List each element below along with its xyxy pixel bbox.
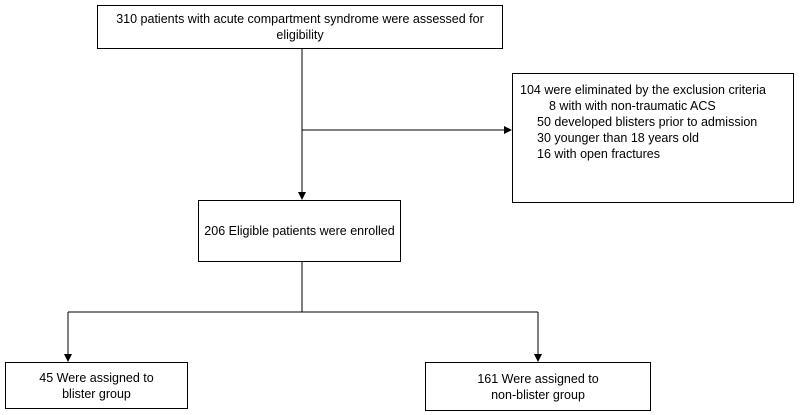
exclusion-item: 50 developed blisters prior to admission [537, 115, 758, 129]
screening-text: 310 patients with acute compartment synd… [116, 12, 484, 42]
exclusion-title: 104 were eliminated by the exclusion cri… [520, 83, 766, 97]
non-blister-group-box: 161 Were assigned to non-blister group [425, 362, 651, 411]
exclusion-box: 104 were eliminated by the exclusion cri… [512, 73, 794, 203]
non-blister-group-line1: 161 Were assigned to [477, 371, 599, 386]
enrolled-box: 206 Eligible patients were enrolled [198, 200, 401, 262]
exclusion-item: 8 with with non-traumatic ACS [549, 99, 716, 113]
non-blister-group-line2: non-blister group [491, 387, 585, 402]
blister-group-line2: blister group [62, 386, 131, 401]
exclusion-item: 16 with open fractures [537, 147, 660, 161]
enrolled-text: 206 Eligible patients were enrolled [204, 224, 395, 238]
screening-box: 310 patients with acute compartment synd… [97, 5, 503, 49]
exclusion-item: 30 younger than 18 years old [537, 131, 699, 145]
exclusion-list: 8 with with non-traumatic ACS 50 develop… [513, 98, 793, 162]
blister-group-box: 45 Were assigned to blister group [5, 362, 188, 409]
blister-group-line1: 45 Were assigned to [39, 370, 154, 385]
